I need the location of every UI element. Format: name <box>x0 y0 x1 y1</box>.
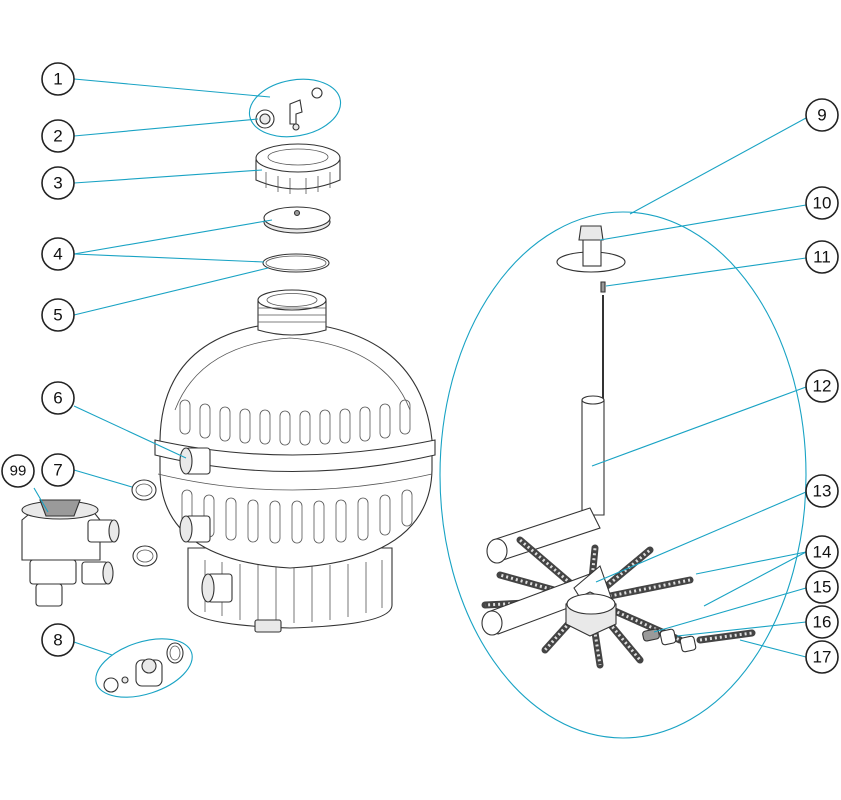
callout-8: 8 <box>41 623 75 657</box>
callout-5: 5 <box>41 298 75 332</box>
drain-fittings-set <box>248 78 342 138</box>
air-bleed-clip <box>600 281 606 293</box>
callout-6: 6 <box>41 381 75 415</box>
svg-text:1: 1 <box>53 70 62 89</box>
port-gaskets <box>131 479 158 567</box>
callout-14: 14 <box>805 535 839 569</box>
svg-text:15: 15 <box>813 578 832 597</box>
svg-text:17: 17 <box>813 648 832 667</box>
callout-11: 11 <box>805 240 839 274</box>
svg-text:5: 5 <box>53 306 62 325</box>
callout-10: 10 <box>805 186 839 220</box>
callout-16: 16 <box>805 605 839 639</box>
svg-text:9: 9 <box>817 106 826 125</box>
tank-lid <box>263 206 331 234</box>
svg-text:8: 8 <box>53 631 62 650</box>
callout-99: 99 <box>1 454 35 488</box>
callout-7: 7 <box>41 453 75 487</box>
svg-text:12: 12 <box>813 377 832 396</box>
callout-9: 9 <box>805 98 839 132</box>
svg-text:2: 2 <box>53 127 62 146</box>
o-ring <box>262 253 330 273</box>
svg-text:99: 99 <box>10 463 27 480</box>
standpipe-cap <box>556 225 626 273</box>
filter-tank <box>154 289 436 633</box>
callout-3: 3 <box>41 166 75 200</box>
callout-13: 13 <box>805 474 839 508</box>
callout-15: 15 <box>805 570 839 604</box>
svg-text:13: 13 <box>813 482 832 501</box>
multiport-valve <box>21 499 120 607</box>
lateral-assembly <box>439 211 807 739</box>
leader-lines <box>33 78 807 658</box>
callout-1: 1 <box>41 62 75 96</box>
svg-text:14: 14 <box>813 543 832 562</box>
callout-2: 2 <box>41 119 75 153</box>
svg-text:6: 6 <box>53 389 62 408</box>
standpipe <box>486 295 605 564</box>
loose-lateral-parts <box>642 628 756 653</box>
svg-text:4: 4 <box>53 245 62 264</box>
svg-text:10: 10 <box>813 194 832 213</box>
svg-text:16: 16 <box>813 613 832 632</box>
callout-12: 12 <box>805 369 839 403</box>
svg-text:11: 11 <box>813 248 831 267</box>
lock-nut <box>255 143 341 194</box>
lateral-hub <box>481 536 694 669</box>
drain-plug-set <box>95 638 193 698</box>
svg-text:3: 3 <box>53 174 62 193</box>
callout-17: 17 <box>805 640 839 674</box>
svg-text:7: 7 <box>53 461 62 480</box>
callout-4: 4 <box>41 237 75 271</box>
